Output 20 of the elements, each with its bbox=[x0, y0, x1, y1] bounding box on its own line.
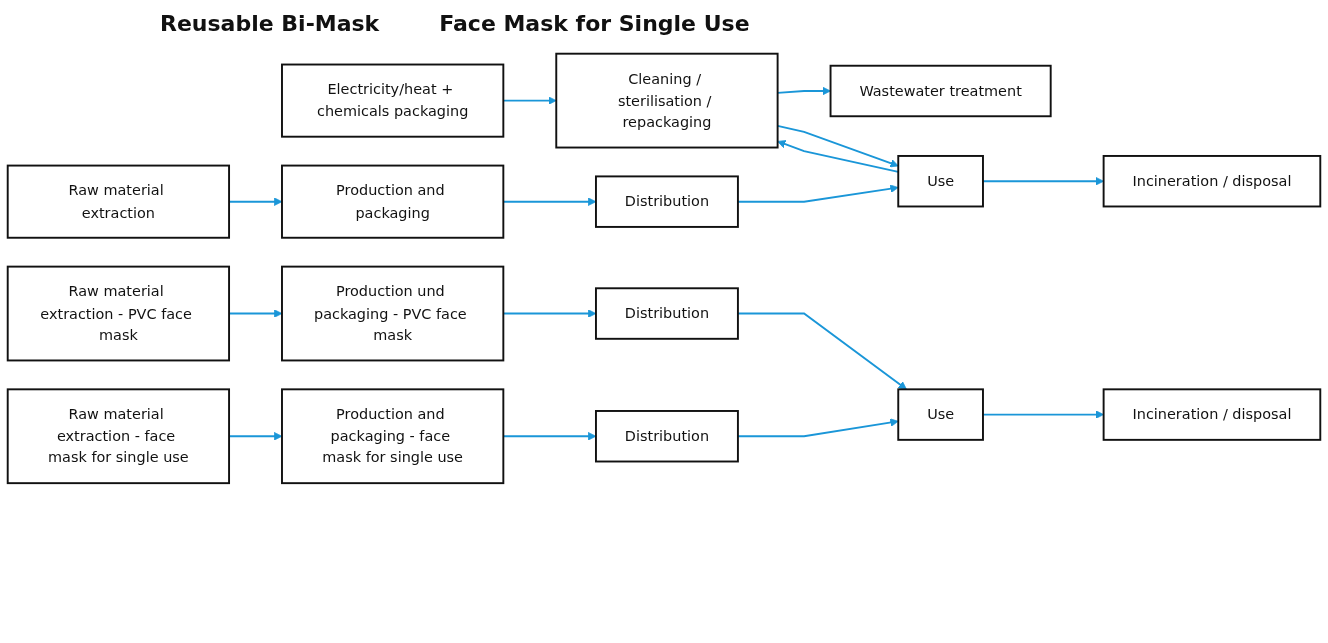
node-box: Incineration / disposal bbox=[1102, 388, 1322, 441]
node-box: Distribution bbox=[595, 287, 739, 340]
node-box: Raw material extraction - PVC face mask bbox=[6, 265, 230, 362]
node-box: Incineration / disposal bbox=[1102, 155, 1322, 208]
node-box: Electricity/heat + chemicals packaging bbox=[281, 63, 505, 138]
node-box: Use bbox=[897, 155, 984, 208]
section-heading: Reusable Bi-Mask bbox=[160, 10, 380, 36]
arrow bbox=[982, 410, 1104, 419]
node-box: Raw material extraction bbox=[6, 164, 230, 239]
node-box: Distribution bbox=[595, 410, 739, 463]
node-box: Cleaning / sterilisation / repackaging bbox=[555, 52, 779, 149]
node-box: Production und packaging - PVC face mask bbox=[281, 265, 505, 362]
node-box: Production and packaging bbox=[281, 164, 505, 239]
section-heading: Face Mask for Single Use bbox=[439, 10, 750, 36]
node-box: Wastewater treatment bbox=[829, 64, 1052, 118]
node-box: Raw material extraction - face mask for single use bbox=[6, 388, 230, 485]
node-box: Use bbox=[897, 388, 984, 441]
node-box: Distribution bbox=[595, 175, 739, 228]
arrow bbox=[982, 177, 1104, 186]
node-box: Production and packaging - face mask for single use bbox=[281, 388, 505, 485]
